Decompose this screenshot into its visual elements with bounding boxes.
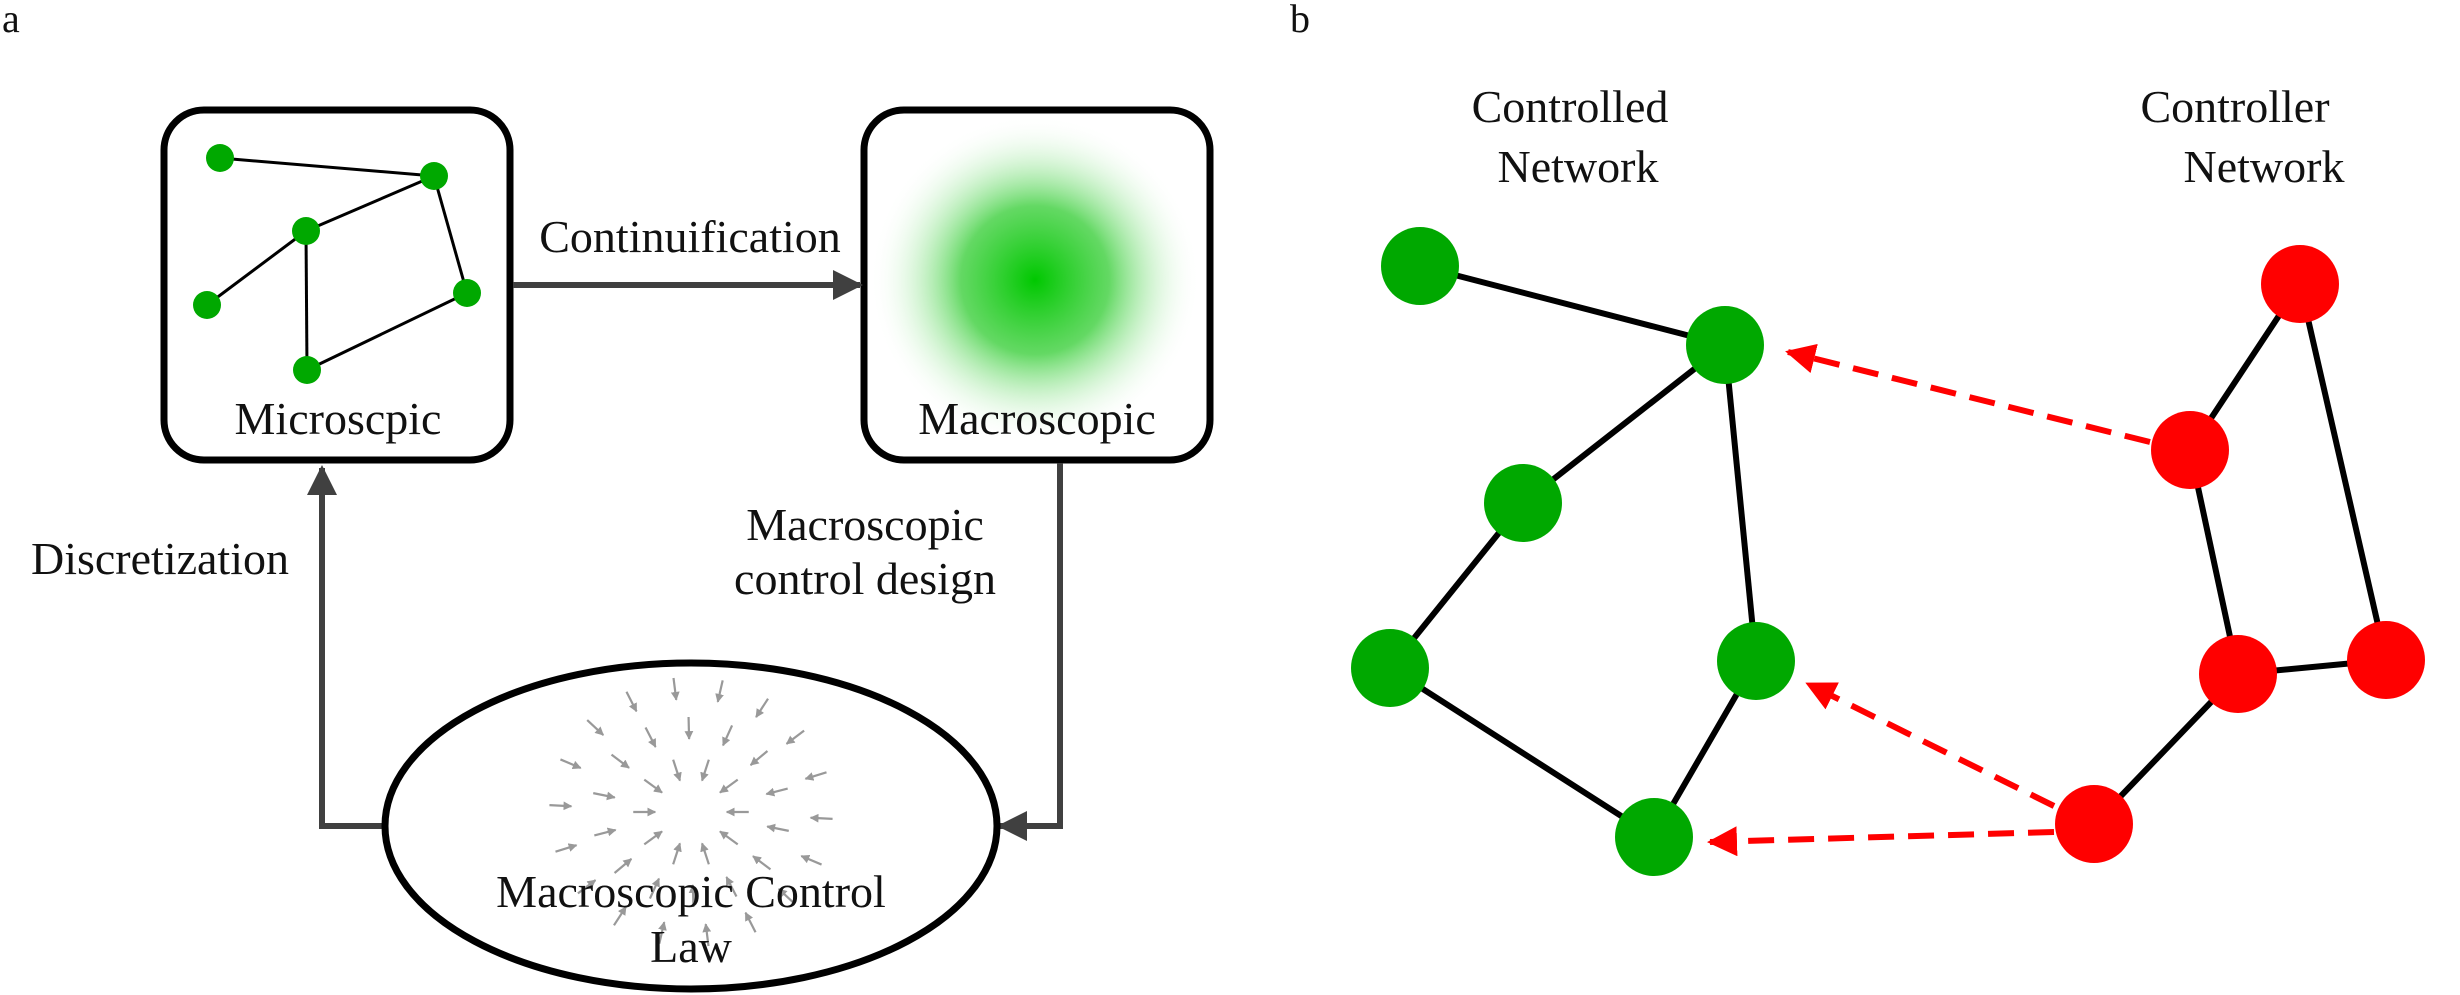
control-law-label-line1: Macroscopic Control bbox=[496, 866, 886, 917]
control-law-ellipse: Macroscopic Control Law bbox=[381, 659, 1001, 993]
control-arrows bbox=[1707, 343, 2151, 857]
field-arrow bbox=[765, 787, 788, 797]
field-arrow bbox=[672, 759, 682, 782]
field-arrow bbox=[744, 911, 757, 933]
field-arrow bbox=[722, 724, 734, 747]
macroscopic-box: Macroscopic bbox=[860, 106, 1214, 464]
controller-network-title-line2: Network bbox=[2184, 141, 2345, 192]
control-arrow bbox=[1785, 343, 2151, 445]
field-arrow bbox=[648, 877, 660, 900]
micro-node bbox=[292, 217, 320, 245]
control-design-label-line1: Macroscopic bbox=[746, 499, 984, 550]
control-design-arrow: Macroscopic control design bbox=[734, 463, 1063, 841]
field-arrow bbox=[804, 771, 827, 781]
controlled-node bbox=[1351, 629, 1429, 707]
controller-node bbox=[2261, 245, 2339, 323]
panel-a: a Microscpic bbox=[2, 0, 1214, 993]
field-arrow bbox=[658, 921, 667, 944]
continuification-arrow: Continuification bbox=[513, 211, 863, 300]
controlled-network-nodes bbox=[1351, 227, 1795, 876]
micro-node bbox=[420, 162, 448, 190]
controlled-node bbox=[1484, 464, 1562, 542]
field-arrow bbox=[560, 758, 582, 770]
field-arrow bbox=[643, 830, 663, 846]
controller-node bbox=[2151, 411, 2229, 489]
field-arrow bbox=[700, 759, 710, 782]
field-arrow bbox=[672, 842, 682, 865]
field-arrow bbox=[586, 719, 605, 736]
field-arrow bbox=[549, 801, 573, 811]
control-law-label-line2: Law bbox=[650, 921, 733, 972]
field-arrow bbox=[643, 778, 663, 794]
macroscopic-density-blob bbox=[870, 115, 1200, 445]
field-arrow bbox=[702, 923, 712, 947]
panel-b-letter: b bbox=[1290, 0, 1310, 41]
controlled-node bbox=[1717, 622, 1795, 700]
field-arrow bbox=[719, 778, 739, 794]
controlled-node bbox=[1381, 227, 1459, 305]
field-arrow bbox=[766, 823, 789, 833]
panel-b: b Controlled Network Controller Network bbox=[1290, 0, 2425, 876]
micro-network-nodes bbox=[193, 144, 481, 384]
field-arrow bbox=[752, 855, 772, 871]
field-arrow bbox=[555, 843, 578, 853]
micro-node bbox=[293, 356, 321, 384]
field-arrow bbox=[700, 842, 710, 865]
field-arrow bbox=[613, 906, 627, 926]
field-arrow bbox=[809, 813, 833, 823]
field-arrow bbox=[725, 876, 738, 898]
controller-node bbox=[2055, 785, 2133, 863]
controlled-node bbox=[1615, 798, 1693, 876]
control-arrow bbox=[1805, 681, 2056, 809]
controlled-network-title-line1: Controlled bbox=[1472, 81, 1669, 132]
continuification-label: Continuification bbox=[539, 211, 841, 262]
field-arrow bbox=[785, 729, 805, 745]
controller-network-title-line1: Controller bbox=[2140, 81, 2329, 132]
field-arrow bbox=[625, 691, 638, 713]
controlled-network-title-line2: Network bbox=[1498, 141, 1659, 192]
field-arrow bbox=[715, 680, 724, 703]
field-arrow bbox=[610, 753, 630, 769]
control-arrow bbox=[1707, 826, 2055, 857]
field-arrow bbox=[593, 791, 616, 801]
field-arrow bbox=[670, 677, 680, 701]
field-arrow bbox=[755, 698, 769, 718]
microscopic-label: Microscpic bbox=[235, 393, 442, 444]
vector-field bbox=[549, 677, 833, 947]
field-arrow bbox=[719, 830, 739, 846]
field-arrow bbox=[777, 888, 796, 905]
controller-node bbox=[2347, 621, 2425, 699]
micro-network-edges bbox=[206, 156, 469, 372]
field-arrow bbox=[800, 854, 822, 866]
control-design-label-line2: control design bbox=[734, 553, 996, 604]
controller-node bbox=[2199, 635, 2277, 713]
field-arrow bbox=[749, 750, 769, 766]
micro-node bbox=[453, 279, 481, 307]
macroscopic-label: Macroscopic bbox=[918, 393, 1156, 444]
controlled-node bbox=[1686, 306, 1764, 384]
controller-network-nodes bbox=[2055, 245, 2425, 863]
field-arrow bbox=[577, 879, 597, 895]
field-arrow bbox=[688, 884, 698, 907]
field-arrow bbox=[684, 717, 694, 740]
discretization-arrow: Discretization bbox=[31, 465, 382, 829]
field-arrow bbox=[644, 726, 657, 748]
microscopic-box: Microscpic bbox=[160, 106, 514, 464]
panel-a-letter: a bbox=[2, 0, 20, 41]
micro-node bbox=[193, 291, 221, 319]
field-arrow bbox=[594, 827, 617, 837]
micro-node bbox=[206, 144, 234, 172]
controller-network-edges bbox=[2091, 282, 2389, 827]
field-arrow bbox=[613, 858, 633, 874]
discretization-label: Discretization bbox=[31, 533, 289, 584]
